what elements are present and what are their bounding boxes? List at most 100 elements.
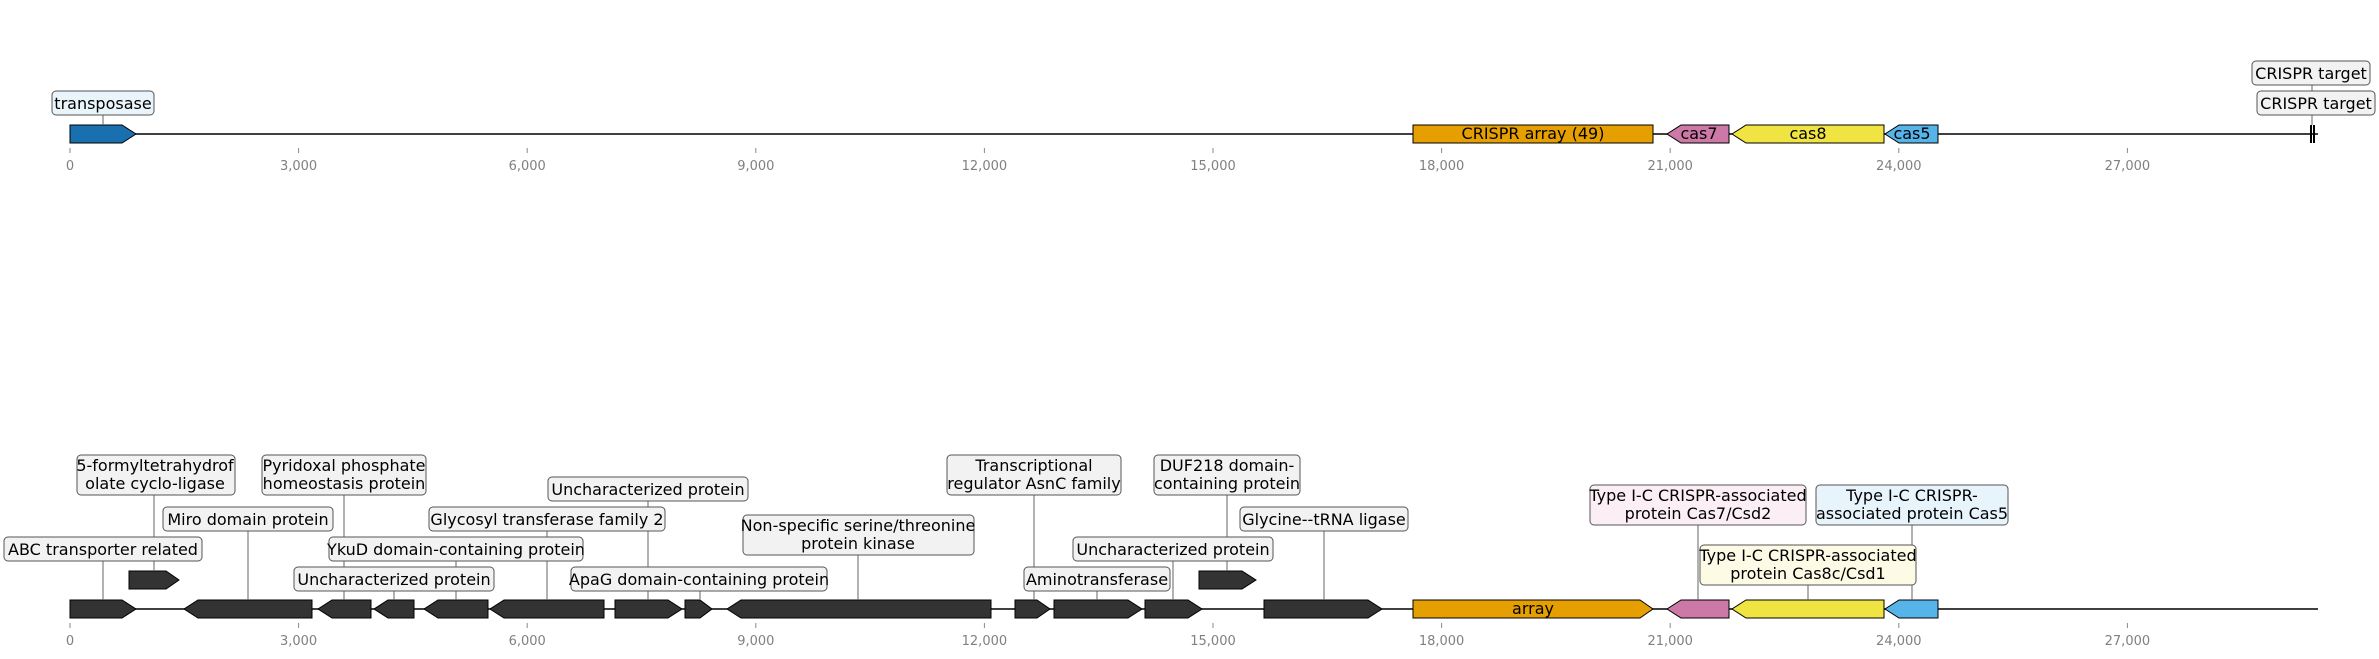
- top-track: CRISPR array (49) cas7 cas8 cas5 transpo…: [51, 60, 2376, 144]
- top-axis-tick-label-7: 21,000: [1647, 159, 1693, 174]
- callout-cas7-full-line-1: Type I-C CRISPR-associated: [1588, 486, 1806, 505]
- callout-unchar-2-text: Uncharacterized protein: [551, 480, 744, 499]
- top-label-cas8: cas8: [1789, 124, 1826, 143]
- gene-unchar-1[interactable]: [373, 599, 415, 619]
- bottom-label-array: array: [1512, 599, 1554, 618]
- callout-cas5-full: Type I-C CRISPR- associated protein Cas5: [1815, 484, 2009, 526]
- bottom-gene-cas5[interactable]: [1884, 599, 1939, 619]
- bottom-axis-tick-label-5: 15,000: [1190, 634, 1236, 649]
- top-callout-transposase: transposase: [51, 90, 155, 116]
- gene-unchar-3[interactable]: [1144, 599, 1203, 619]
- callout-glycine: Glycine--tRNA ligase: [1239, 506, 1409, 532]
- callout-ykud: YkuD domain-containing protein: [326, 536, 585, 562]
- bottom-axis-tick-label-1: 3,000: [280, 634, 317, 649]
- callout-unchar-3-text: Uncharacterized protein: [1076, 540, 1269, 559]
- bottom-gene-cas8[interactable]: [1731, 599, 1885, 619]
- top-gene-cas8[interactable]: [1731, 124, 1885, 144]
- bottom-crispr-array[interactable]: [1412, 599, 1654, 619]
- callout-duf218: DUF218 domain- containing protein: [1153, 454, 1301, 496]
- bottom-track: array ABC transporter related: [3, 454, 2318, 619]
- top-axis-tick-label-1: 3,000: [280, 159, 317, 174]
- callout-unchar-1: Uncharacterized protein: [293, 566, 495, 592]
- callout-kinase-line-2: protein kinase: [801, 534, 915, 553]
- callout-abc: ABC transporter related: [3, 536, 203, 562]
- gene-ykud[interactable]: [423, 599, 489, 619]
- top-callout-transposase-text: transposase: [54, 94, 151, 113]
- bottom-axis-tick-label-8: 24,000: [1876, 634, 1922, 649]
- gene-abc-transporter[interactable]: [69, 599, 137, 619]
- gene-asnc[interactable]: [1014, 599, 1051, 619]
- callout-formyl-line-1: 5-formyltetrahydrof: [76, 456, 234, 475]
- callout-aminotransferase-text: Aminotransferase: [1026, 570, 1168, 589]
- callout-cas5-full-line-1: Type I-C CRISPR-: [1845, 486, 1978, 505]
- gene-duf218[interactable]: [1198, 570, 1257, 590]
- top-axis-tick-label-8: 24,000: [1876, 159, 1922, 174]
- top-gene-transposase[interactable]: [69, 124, 137, 144]
- top-callout-crispr-target-2-text: CRISPR target: [2260, 94, 2372, 113]
- top-axis-tick-label-0: 0: [66, 159, 74, 174]
- top-axis: 0 3,000 6,000 9,000 12,000 15,000 18,000 21,000…: [66, 148, 2150, 174]
- bottom-axis-tick-label-0: 0: [66, 634, 74, 649]
- top-gene-cas7[interactable]: [1666, 124, 1730, 144]
- bottom-axis-tick-label-2: 6,000: [509, 634, 546, 649]
- callout-kinase-line-1: Non-specific serine/threonine: [741, 516, 976, 535]
- bottom-axis-tick-label-6: 18,000: [1419, 634, 1465, 649]
- callout-asnc-line-1: Transcriptional: [974, 456, 1092, 475]
- callout-formyl-line-2: olate cyclo-ligase: [85, 474, 225, 493]
- callout-apag-text: ApaG domain-containing protein: [569, 570, 829, 589]
- top-axis-tick-label-5: 15,000: [1190, 159, 1236, 174]
- callout-ykud-text: YkuD domain-containing protein: [326, 540, 585, 559]
- top-callout-crispr-target-1-text: CRISPR target: [2255, 64, 2367, 83]
- callout-pyridoxal: Pyridoxal phosphate homeostasis protein: [261, 454, 427, 496]
- top-axis-tick-label-3: 9,000: [737, 159, 774, 174]
- gene-miro[interactable]: [183, 599, 313, 619]
- bottom-gene-cas7[interactable]: [1666, 599, 1730, 619]
- top-label-cas5: cas5: [1893, 124, 1930, 143]
- callout-unchar-1-text: Uncharacterized protein: [297, 570, 490, 589]
- gene-glycosyl[interactable]: [489, 599, 605, 619]
- gene-unchar-2[interactable]: [684, 599, 713, 619]
- callout-pyridoxal-line-1: Pyridoxal phosphate: [262, 456, 425, 475]
- callout-asnc-line-2: regulator AsnC family: [947, 474, 1120, 493]
- callout-unchar-3: Uncharacterized protein: [1072, 536, 1274, 562]
- callout-formyl: 5-formyltetrahydrof olate cyclo-ligase: [76, 454, 236, 496]
- top-axis-tick-label-2: 6,000: [509, 159, 546, 174]
- callout-unchar-2: Uncharacterized protein: [547, 476, 749, 502]
- top-axis-tick-label-9: 27,000: [2105, 159, 2151, 174]
- top-crispr-array[interactable]: [1412, 124, 1654, 144]
- gene-formyl-ligase[interactable]: [128, 570, 180, 590]
- callout-apag: ApaG domain-containing protein: [569, 566, 829, 592]
- callout-cas8-full-line-1: Type I-C CRISPR-associated: [1698, 546, 1916, 565]
- gene-pyridoxal[interactable]: [317, 599, 372, 619]
- callout-glycosyl: Glycosyl transferase family 2: [428, 506, 666, 532]
- top-label-cas7: cas7: [1680, 124, 1717, 143]
- gene-kinase[interactable]: [726, 599, 992, 619]
- callout-duf218-line-2: containing protein: [1154, 474, 1300, 493]
- top-label-array: CRISPR array (49): [1462, 124, 1605, 143]
- top-callout-crispr-target-1: CRISPR target: [2251, 60, 2371, 86]
- callout-duf218-line-1: DUF218 domain-: [1160, 456, 1295, 475]
- gene-aminotransferase[interactable]: [1053, 599, 1143, 619]
- callout-miro-text: Miro domain protein: [167, 510, 328, 529]
- callout-asnc: Transcriptional regulator AsnC family: [946, 454, 1122, 496]
- callout-abc-text: ABC transporter related: [8, 540, 198, 559]
- top-axis-tick-label-6: 18,000: [1419, 159, 1465, 174]
- bottom-axis-tick-label-7: 21,000: [1647, 634, 1693, 649]
- top-axis-tick-label-4: 12,000: [962, 159, 1008, 174]
- gene-glycine-trna[interactable]: [1263, 599, 1383, 619]
- callout-cas8-full-line-2: protein Cas8c/Csd1: [1730, 564, 1885, 583]
- callout-cas7-full: Type I-C CRISPR-associated protein Cas7/…: [1588, 484, 1807, 526]
- bottom-axis-tick-label-3: 9,000: [737, 634, 774, 649]
- top-gene-cas5[interactable]: [1884, 124, 1939, 144]
- top-callout-crispr-target-2: CRISPR target: [2256, 90, 2376, 116]
- callout-miro: Miro domain protein: [162, 506, 334, 532]
- callout-aminotransferase: Aminotransferase: [1023, 566, 1171, 592]
- callout-glycosyl-text: Glycosyl transferase family 2: [430, 510, 663, 529]
- callout-glycine-text: Glycine--tRNA ligase: [1242, 510, 1406, 529]
- gene-apag[interactable]: [614, 599, 683, 619]
- callout-pyridoxal-line-2: homeostasis protein: [263, 474, 426, 493]
- callout-cas7-full-line-2: protein Cas7/Csd2: [1625, 504, 1772, 523]
- bottom-axis-tick-label-9: 27,000: [2105, 634, 2151, 649]
